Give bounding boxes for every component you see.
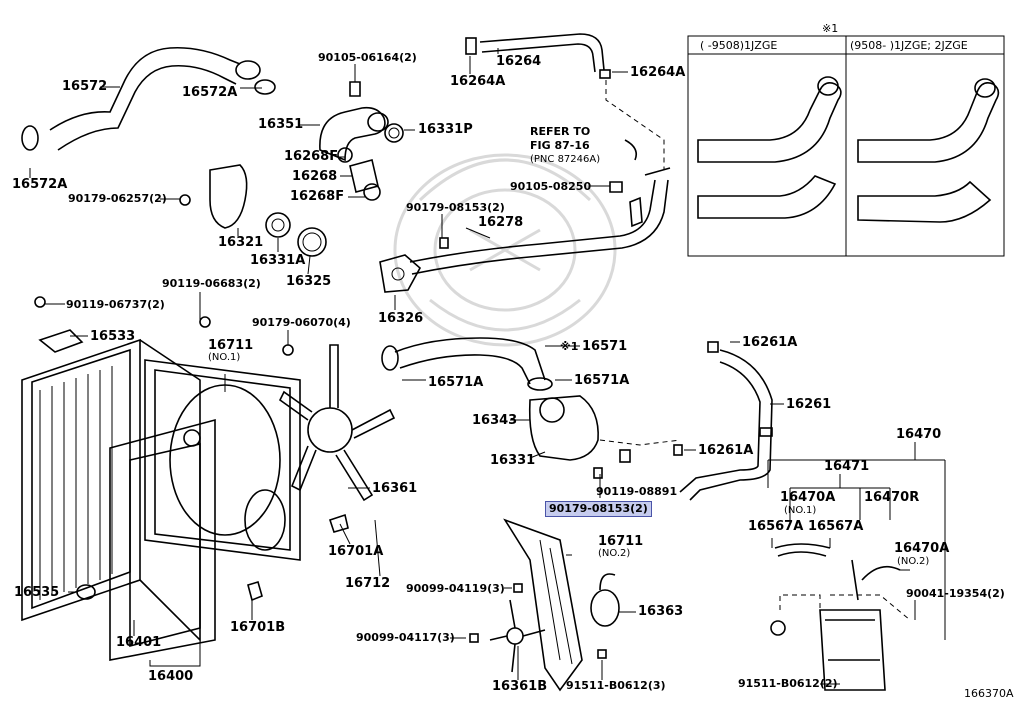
label-16343: 16343	[472, 413, 518, 428]
label-16331P: 16331P	[418, 122, 473, 137]
label-16268: 16268	[292, 169, 338, 184]
label-16711-no2: 16711	[598, 534, 644, 549]
label-16361: 16361	[372, 481, 418, 496]
label-16470A-1: 16470A	[780, 490, 836, 505]
label-16264A-2: 16264A	[630, 65, 686, 80]
brackets	[34, 296, 349, 602]
leader-lines	[29, 48, 946, 685]
label-16572A-left: 16572A	[12, 177, 68, 192]
cooling-fan	[278, 344, 396, 502]
label-16268F-1: 16268F	[284, 149, 339, 164]
reservoir-tank	[770, 543, 911, 691]
label-16567A-2: 16567A	[808, 519, 864, 534]
label-90119-08891: 90119-08891	[596, 485, 678, 498]
label-16261A-2: 16261A	[698, 443, 754, 458]
label-16571A-1: 16571A	[428, 375, 484, 390]
label-16712: 16712	[345, 576, 391, 591]
water-inlet	[528, 395, 681, 479]
inset-header-col2: (9508- )1JZGE; 2JZGE	[850, 39, 968, 52]
label-16278: 16278	[478, 215, 524, 230]
bypass-pipe	[379, 167, 671, 293]
label-16321: 16321	[218, 235, 264, 250]
label-16535: 16535	[14, 585, 60, 600]
fan-motor	[469, 573, 620, 673]
fan-shroud-no1	[144, 359, 301, 561]
label-16261: 16261	[786, 397, 832, 412]
reservoir-hose	[673, 341, 773, 501]
label-16325: 16325	[286, 274, 332, 289]
label-90099-04119: 90099-04119(3)	[406, 582, 505, 595]
label-91511-B0612-2: 91511-B0612(2)	[738, 677, 838, 690]
label-90105-06164: 90105-06164(2)	[318, 51, 417, 64]
label-90041-19354: 90041-19354(2)	[906, 587, 1005, 600]
lower-radiator-hose	[381, 337, 553, 391]
heater-hose	[465, 33, 665, 170]
label-16571-mark: ※1	[560, 340, 579, 353]
label-16264: 16264	[496, 54, 542, 69]
figure-id: 166370A	[964, 687, 1014, 700]
label-16471: 16471	[824, 459, 870, 474]
label-16331A: 16331A	[250, 253, 306, 268]
label-16470R: 16470R	[864, 490, 920, 505]
label-16533: 16533	[90, 329, 136, 344]
label-90119-06737: 90119-06737(2)	[66, 298, 165, 311]
label-16572: 16572	[62, 79, 108, 94]
label-91511-B0612-3: 91511-B0612(3)	[566, 679, 666, 692]
label-16268F-2: 16268F	[290, 189, 345, 204]
label-16401: 16401	[116, 635, 162, 650]
label-90179-06257: 90179-06257(2)	[68, 192, 167, 205]
label-16470A-2-sub: (NO.2)	[897, 556, 930, 567]
label-16331: 16331	[490, 453, 536, 468]
inset-box	[687, 35, 1005, 257]
label-90099-04117: 90099-04117(3)	[356, 631, 455, 644]
label-16261A-1: 16261A	[742, 335, 798, 350]
label-16572A-top: 16572A	[182, 85, 238, 100]
upper-radiator-hose	[21, 46, 276, 151]
refer-note-line2: FIG 87-16	[530, 139, 590, 152]
label-16711-no1-sub: (NO.1)	[208, 352, 241, 363]
inset-header-col1: ( -9508)1JZGE	[700, 39, 778, 52]
label-16361B: 16361B	[492, 679, 548, 694]
label-16571A-2: 16571A	[574, 373, 630, 388]
label-16711-no2-sub: (NO.2)	[598, 548, 631, 559]
label-16701A: 16701A	[328, 544, 384, 559]
label-16701B: 16701B	[230, 620, 286, 635]
label-16567A-1: 16567A	[748, 519, 804, 534]
label-16351: 16351	[258, 117, 304, 132]
radiator-assembly	[21, 338, 216, 661]
label-16470: 16470	[896, 427, 942, 442]
fan-shroud-no2	[503, 518, 583, 692]
label-16326: 16326	[378, 311, 424, 326]
label-16470A-1-sub: (NO.1)	[784, 505, 817, 516]
label-16363: 16363	[638, 604, 684, 619]
label-90179-08153-highlighted[interactable]: 90179-08153(2)	[545, 501, 652, 517]
label-16264A-1: 16264A	[450, 74, 506, 89]
label-16400: 16400	[148, 669, 194, 684]
label-16571: 16571	[582, 339, 628, 354]
inset-mark: ※1	[822, 22, 839, 35]
water-outlet-group	[179, 81, 404, 257]
label-16711-no1: 16711	[208, 338, 254, 353]
label-16470A-2: 16470A	[894, 541, 950, 556]
label-90179-08153-top: 90179-08153(2)	[406, 201, 505, 214]
label-90119-06683: 90119-06683(2)	[162, 277, 261, 290]
refer-note-line1: REFER TO	[530, 125, 591, 138]
label-90179-06070: 90179-06070(4)	[252, 316, 351, 329]
refer-note-line3: (PNC 87246A)	[530, 154, 601, 165]
label-90105-08250: 90105-08250	[510, 180, 592, 193]
watermark-emblem	[393, 153, 617, 347]
